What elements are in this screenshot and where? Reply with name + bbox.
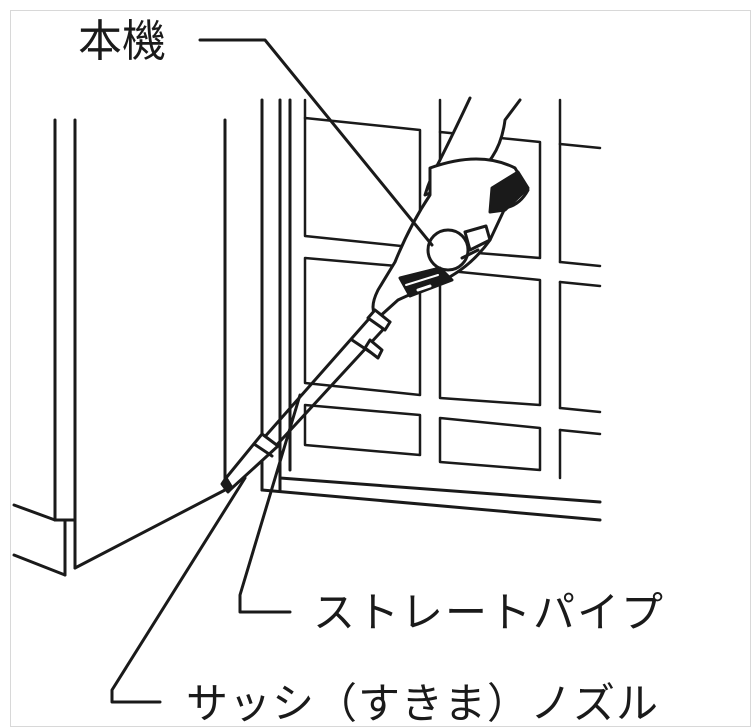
leader-lines [110, 38, 434, 704]
vacuum-body [371, 157, 530, 320]
label-body: 本機 [78, 16, 166, 67]
leader-nozzle [110, 476, 247, 704]
straight-pipe [260, 308, 392, 452]
window-frame [260, 98, 602, 522]
label-straight-pipe: ストレートパイプ [313, 588, 666, 637]
leader-pipe [238, 393, 302, 614]
sash-nozzle [220, 432, 280, 494]
cabinet-panel [12, 118, 227, 577]
leader-body [198, 38, 434, 247]
window-panes [303, 98, 602, 480]
label-sash-nozzle: サッシ（すきま）ノズル [186, 679, 660, 728]
